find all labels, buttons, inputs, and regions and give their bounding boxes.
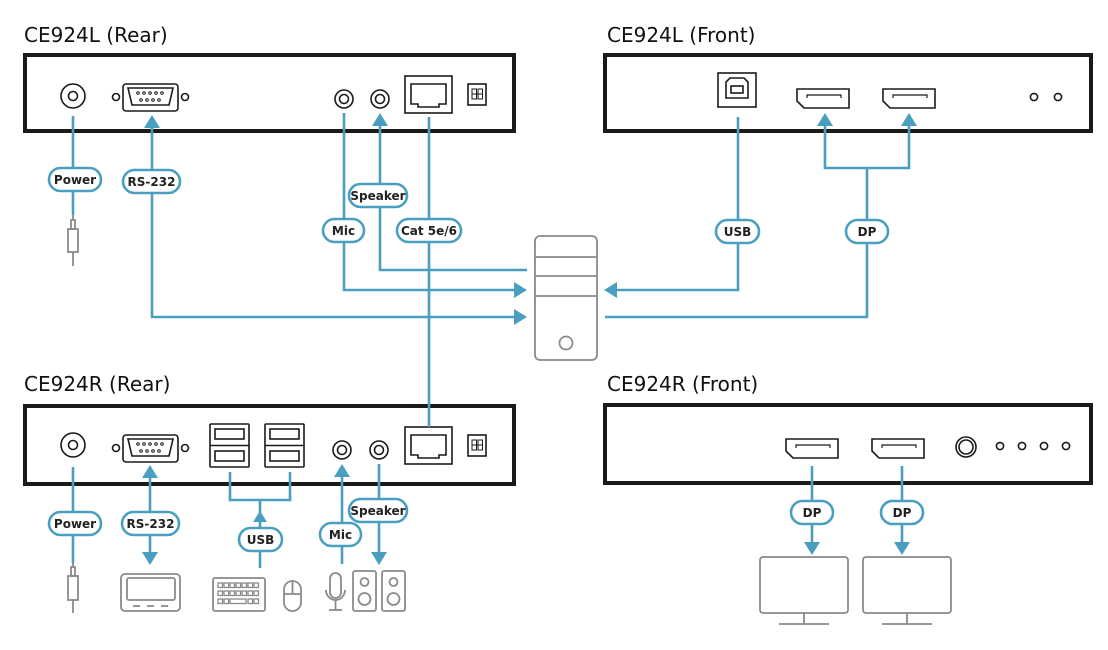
ce924l-front-panel [603, 53, 1093, 133]
speaker-jack-icon [369, 440, 389, 460]
microphone-icon [325, 572, 346, 611]
power-plug-icon [67, 215, 79, 266]
monitor-icon [759, 556, 849, 625]
label-usb-left: USB [714, 218, 761, 245]
serial-port-icon [111, 83, 190, 112]
dip-switch-icon [467, 83, 487, 106]
displayport-port-icon [882, 88, 936, 109]
usb-a-dual-port-icon [209, 423, 250, 468]
serial-terminal-icon [120, 573, 181, 612]
svg-text:DP: DP [858, 225, 877, 239]
label-speaker-right: Speaker [347, 497, 409, 524]
mic-jack-icon [334, 89, 354, 109]
keyboard-icon [212, 577, 266, 612]
led-indicator-icon [1029, 92, 1039, 102]
rj45-port-icon [404, 75, 453, 114]
svg-text:Speaker: Speaker [350, 504, 405, 518]
svg-text:RS-232: RS-232 [127, 517, 175, 531]
led-indicator-icon [1061, 441, 1071, 451]
speaker-cable-left [372, 113, 527, 272]
audio-jack-icon [955, 436, 977, 458]
led-indicator-icon [995, 441, 1005, 451]
svg-text:DP: DP [893, 506, 912, 520]
svg-text:Cat 5e/6: Cat 5e/6 [401, 224, 457, 238]
mic-cable-right [334, 464, 350, 564]
usb-b-port-icon [717, 72, 757, 108]
power-jack-icon [60, 83, 86, 109]
svg-text:Mic: Mic [332, 224, 355, 238]
ce924r-front-panel [603, 403, 1093, 485]
mic-cable-left [342, 113, 527, 298]
displayport-port-icon [796, 88, 850, 109]
mic-jack-icon [332, 440, 352, 460]
dp-cable-left [605, 113, 917, 319]
led-indicator-icon [1039, 441, 1049, 451]
usb-cable-left [604, 117, 740, 298]
label-power-left: Power [47, 166, 103, 193]
dip-switch-icon [467, 434, 487, 457]
label-dp-right-1: DP [789, 499, 835, 526]
label-rs232-left: RS-232 [121, 168, 182, 195]
title-ce924l-rear: CE924L (Rear) [24, 23, 168, 47]
svg-text:Power: Power [54, 173, 96, 187]
usb-a-dual-port-icon [264, 423, 305, 468]
displayport-port-icon [785, 438, 839, 459]
power-jack-icon [60, 432, 86, 458]
svg-text:RS-232: RS-232 [128, 175, 176, 189]
svg-text:Power: Power [54, 517, 96, 531]
label-usb-right: USB [237, 526, 284, 553]
label-speaker-left: Speaker [347, 182, 409, 209]
label-dp-right-2: DP [879, 499, 925, 526]
title-ce924r-rear: CE924R (Rear) [24, 372, 170, 396]
title-ce924l-front: CE924L (Front) [607, 23, 755, 47]
rj45-port-icon [404, 426, 453, 465]
power-plug-icon [67, 563, 79, 613]
label-rs232-right: RS-232 [120, 510, 181, 537]
speaker-jack-icon [370, 89, 390, 109]
svg-text:Speaker: Speaker [350, 189, 405, 203]
ce924r-rear-panel [23, 404, 516, 486]
svg-text:DP: DP [803, 506, 822, 520]
svg-text:Mic: Mic [329, 528, 352, 542]
label-cat5e6: Cat 5e/6 [395, 217, 463, 244]
mouse-icon [283, 580, 302, 612]
svg-text:USB: USB [724, 225, 752, 239]
label-dp-left: DP [844, 218, 890, 245]
label-power-right: Power [47, 510, 103, 537]
title-ce924r-front: CE924R (Front) [607, 372, 758, 396]
usb-cable-right [228, 472, 292, 568]
displayport-port-icon [871, 438, 925, 459]
ce924l-rear-panel [23, 53, 516, 133]
led-indicator-icon [1053, 92, 1063, 102]
speakers-icon [352, 570, 406, 612]
svg-text:USB: USB [247, 533, 275, 547]
led-indicator-icon [1017, 441, 1027, 451]
serial-port-icon [111, 434, 190, 463]
label-mic-right: Mic [318, 521, 363, 548]
label-mic-left: Mic [321, 217, 366, 244]
computer-tower-icon [534, 235, 598, 361]
monitor-icon [862, 556, 952, 625]
